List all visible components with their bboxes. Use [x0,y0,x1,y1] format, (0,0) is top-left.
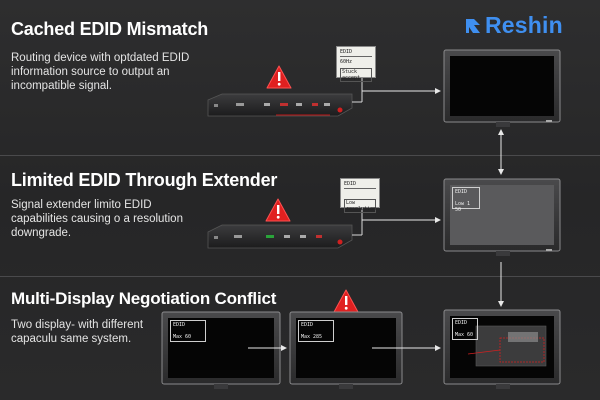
monitor-edid-header: EDID [301,322,314,328]
section-description-limited-edid: Signal extender limito EDID capabilities… [11,199,183,239]
monitor-edid-header: EDID [455,320,468,326]
edid-label-card: EDID Low resolution [340,178,380,213]
monitor-edid-line: Max 60 [173,334,192,340]
monitor-edid-overlay: EDID Low 1 50 [452,187,480,213]
warning-icon [266,65,292,89]
monitor-edid-line: Max 285 [301,334,323,340]
edid-label-card: EDID 60Hz Stuck accept [336,46,376,82]
monitor-edid-line: Max 60 [455,332,474,338]
section-divider [0,155,600,156]
reshin-logo-icon [466,18,480,33]
monitor-display [443,49,561,127]
monitor-edid-line: Low 1 50 [455,201,471,213]
warning-icon [333,289,359,313]
monitor-display-conflict [443,309,561,389]
monitor-display [289,311,403,389]
router-device [207,93,353,117]
monitor-edid-header: EDID [173,322,186,328]
edid-label-footer: Stuck accept [340,68,372,82]
edid-label-footer: Low resolution [344,199,377,213]
section-description-multi-display: Two display- with different capaculu sam… [11,319,144,345]
monitor-edid-header: EDID [455,189,468,195]
brand-name: Reshin [485,12,563,38]
monitor-edid-overlay: EDID Max 60 [170,320,206,342]
monitor-display [443,178,561,256]
section-title-limited-edid: Limited EDID Through Extender [11,170,278,190]
brand-logo: Reshin [464,12,563,39]
extender-device [207,224,353,249]
section-title-multi-display: Multi-Display Negotiation Conflict [11,289,277,308]
monitor-edid-overlay: EDID Max 285 [298,320,334,342]
warning-icon [265,198,291,222]
edid-label-line: 60Hz [340,59,353,65]
section-title-cached-edid: Cached EDID Mismatch [11,19,209,39]
section-divider [0,276,600,277]
section-description-cached-edid: Routing device with optdated EDID inform… [11,52,190,92]
edid-label-header: EDID [344,181,376,189]
edid-label-header: EDID [340,49,372,57]
monitor-edid-overlay: EDID Max 60 [452,318,478,340]
